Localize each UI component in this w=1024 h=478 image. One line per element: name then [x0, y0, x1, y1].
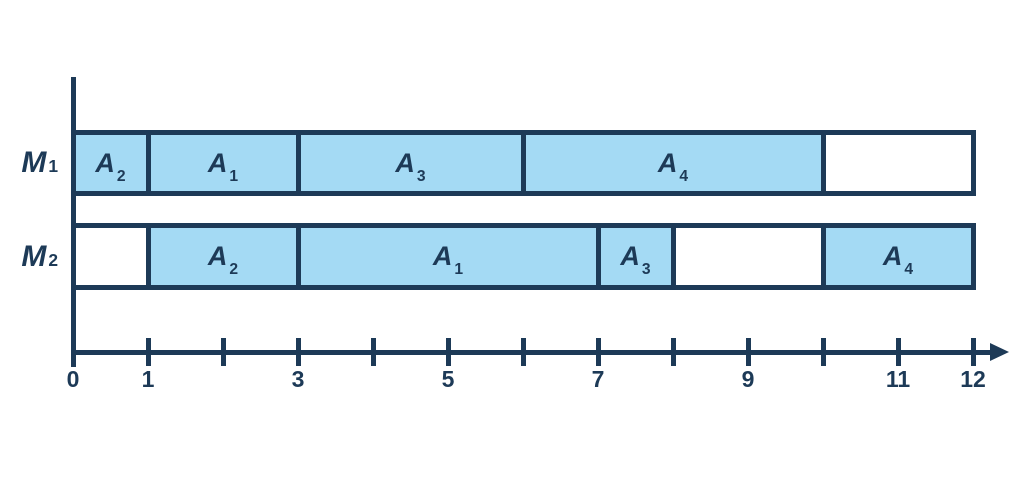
- x-axis-tick-label-0: 0: [66, 366, 80, 392]
- job-subscript: 2: [116, 167, 126, 185]
- idle-block-on-M2: [70, 223, 151, 290]
- x-axis-tick-6: [520, 338, 526, 366]
- x-axis-tick-3: [295, 338, 301, 366]
- job-letter: A: [620, 241, 640, 271]
- x-axis-tick-label-3: 3: [291, 366, 305, 392]
- job-letter: A: [882, 241, 903, 271]
- x-axis-tick-label-11: 11: [885, 366, 911, 392]
- machine-letter: M: [21, 239, 47, 273]
- x-axis-tick-label-1: 1: [141, 366, 155, 392]
- job-subscript: 3: [416, 167, 426, 185]
- job-letter: A: [207, 241, 228, 271]
- x-axis-tick-1: [145, 338, 151, 366]
- x-axis-tick-11: [895, 338, 901, 366]
- x-axis-tick-7: [595, 338, 601, 366]
- idle-block-on-M2: [670, 223, 826, 290]
- job-letter: A: [432, 241, 453, 271]
- job-subscript: 1: [454, 261, 464, 279]
- x-axis-tick-label-12: 12: [960, 366, 986, 392]
- job-letter: A: [95, 147, 115, 178]
- x-axis-line: [70, 349, 993, 355]
- idle-block-on-M1: [820, 130, 976, 196]
- x-axis-tick-9: [745, 338, 751, 366]
- x-axis-tick-12: [970, 338, 976, 366]
- x-axis-arrowhead-icon: [990, 343, 1009, 361]
- job-subscript: 4: [904, 261, 914, 279]
- x-axis-tick-2: [220, 338, 226, 366]
- job-subscript: 2: [229, 261, 239, 279]
- x-axis-tick-label-5: 5: [441, 366, 455, 392]
- job-letter: A: [207, 147, 228, 178]
- machine-letter: M: [21, 146, 47, 179]
- x-axis-tick-4: [370, 338, 376, 366]
- x-axis-tick-5: [445, 338, 451, 366]
- x-axis-tick-8: [670, 338, 676, 366]
- job-subscript: 4: [679, 167, 689, 185]
- x-axis-tick-label-9: 9: [741, 366, 755, 392]
- job-letter: A: [657, 147, 678, 178]
- y-axis-line: [70, 77, 76, 367]
- x-axis-tick-10: [820, 338, 826, 366]
- job-letter: A: [395, 147, 415, 178]
- job-subscript: 3: [641, 261, 651, 279]
- x-axis-tick-label-7: 7: [591, 366, 605, 392]
- job-subscript: 1: [229, 167, 239, 185]
